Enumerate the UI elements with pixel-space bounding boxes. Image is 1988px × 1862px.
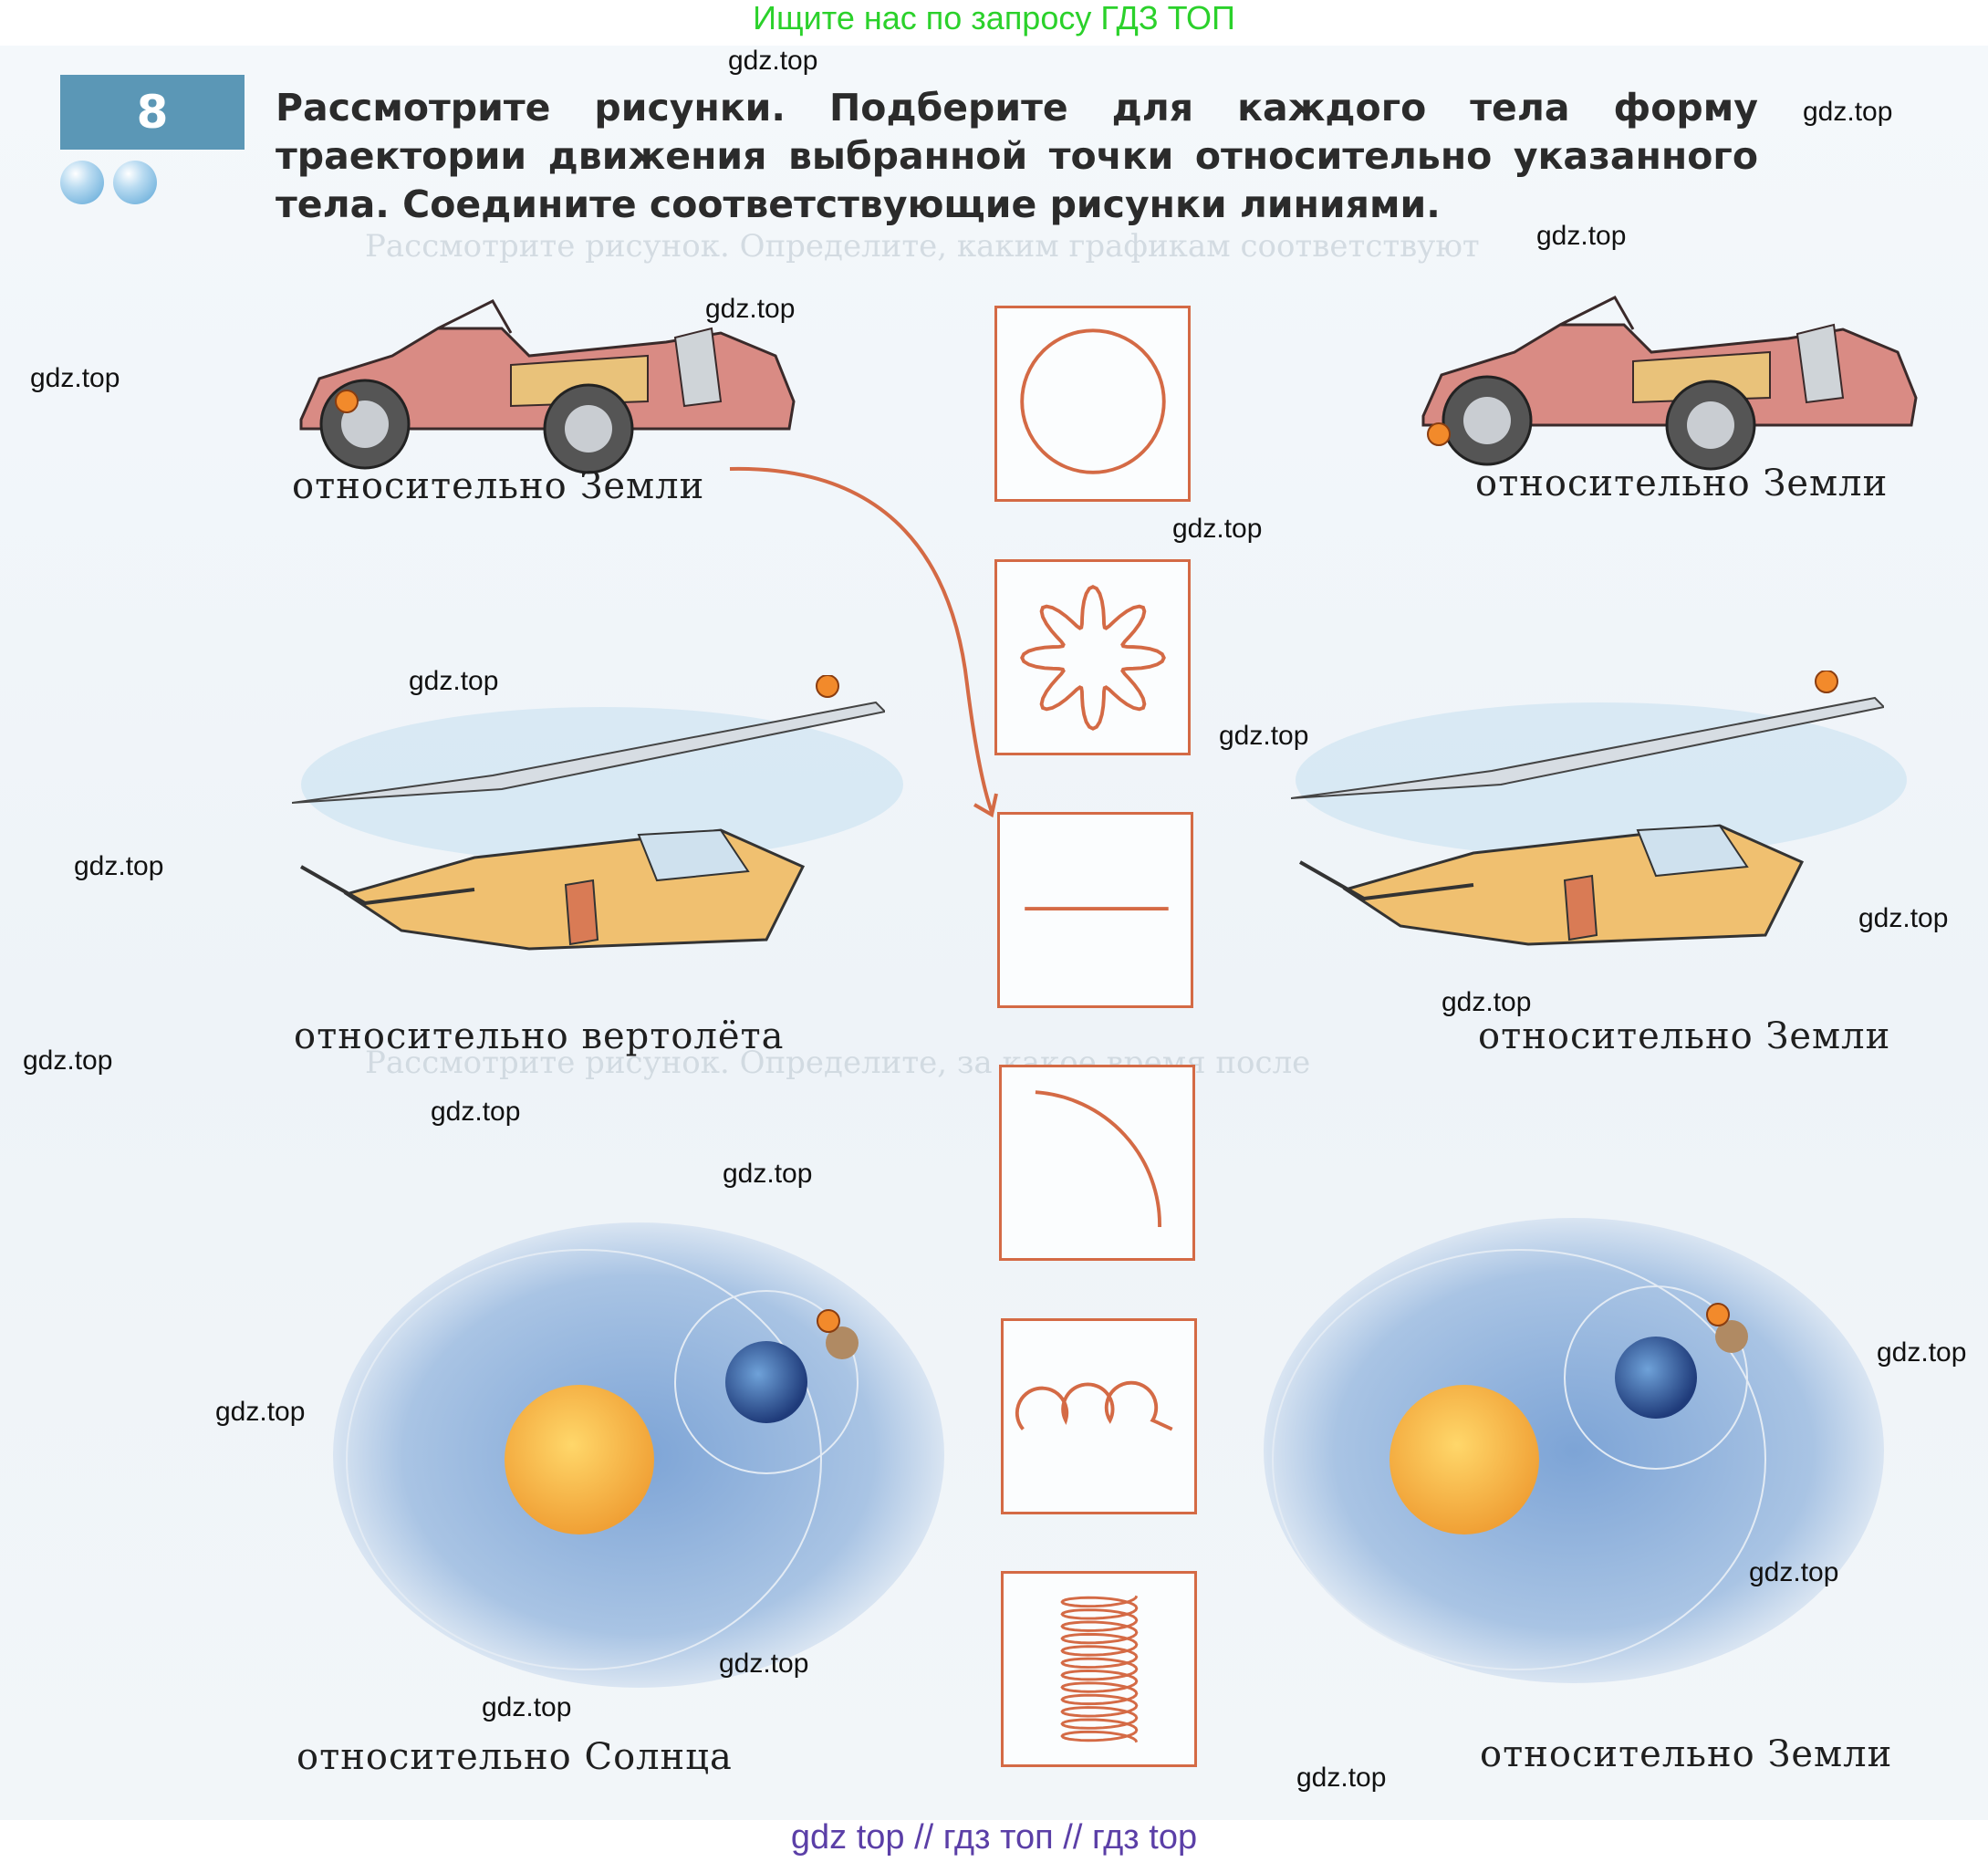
trajectory-circle-box[interactable] [994, 306, 1191, 502]
helicopter-backdrop [1296, 702, 1907, 858]
task-number-badge: 8 [60, 75, 245, 150]
bleed-through-text: Рассмотрите рисунок. Определите, каким г… [365, 228, 1480, 265]
trajectory-arc-box[interactable] [999, 1065, 1195, 1261]
watermark: gdz.top [1219, 721, 1309, 751]
watermark: gdz.top [23, 1045, 113, 1076]
trajectory-straight-line-box[interactable] [997, 812, 1193, 1008]
trajectory-star-wave-box[interactable] [994, 559, 1191, 755]
helicopter-illustration-left [292, 675, 885, 985]
task-text: Рассмотрите рисунки. Подберите для каждо… [276, 86, 1758, 226]
watermark: gdz.top [1172, 514, 1263, 544]
watermark: gdz.top [728, 46, 818, 76]
watermark: gdz.top [1877, 1337, 1967, 1368]
caption-space-left: относительно Солнца [297, 1736, 733, 1778]
caption-helicopter-right: относительно Земли [1478, 1015, 1891, 1057]
caption-car-right: относительно Земли [1475, 463, 1889, 505]
watermark: gdz.top [719, 1649, 809, 1679]
watermark: gdz.top [723, 1159, 813, 1189]
watermark: gdz.top [1803, 97, 1893, 127]
watermark: gdz.top [1442, 987, 1532, 1017]
caption-space-right: относительно Земли [1480, 1733, 1893, 1775]
watermark: gdz.top [30, 363, 120, 393]
car-illustration-right [1405, 288, 1925, 471]
difficulty-dot-icon [60, 161, 104, 204]
watermark: gdz.top [1749, 1557, 1839, 1587]
top-banner[interactable]: Ищите нас по запросу ГДЗ ТОП [753, 0, 1235, 36]
watermark: gdz.top [1296, 1763, 1387, 1793]
helicopter-illustration-right [1291, 671, 1884, 981]
solar-system-illustration-right [1259, 1209, 1889, 1692]
watermark: gdz.top [705, 294, 796, 324]
trajectory-helix-box[interactable] [1001, 1571, 1197, 1767]
example-connection-arrow [721, 456, 1013, 839]
car-illustration-left [283, 292, 803, 474]
watermark: gdz.top [409, 666, 499, 696]
trajectory-cycloid-box[interactable] [1001, 1318, 1197, 1514]
solar-system-illustration-left [328, 1213, 949, 1697]
watermark: gdz.top [1536, 221, 1627, 251]
watermark: gdz.top [74, 851, 164, 881]
difficulty-dot-icon [113, 161, 157, 204]
watermark: gdz.top [1858, 903, 1949, 933]
caption-helicopter-left: относительно вертолёта [294, 1015, 785, 1057]
watermark: gdz.top [482, 1692, 572, 1722]
helicopter-backdrop [301, 707, 903, 862]
caption-car-left: относительно Земли [292, 465, 705, 507]
watermark: gdz.top [215, 1397, 306, 1427]
watermark: gdz.top [431, 1097, 521, 1127]
bottom-banner[interactable]: gdz top // гдз топ // гдз top [790, 1818, 1198, 1857]
